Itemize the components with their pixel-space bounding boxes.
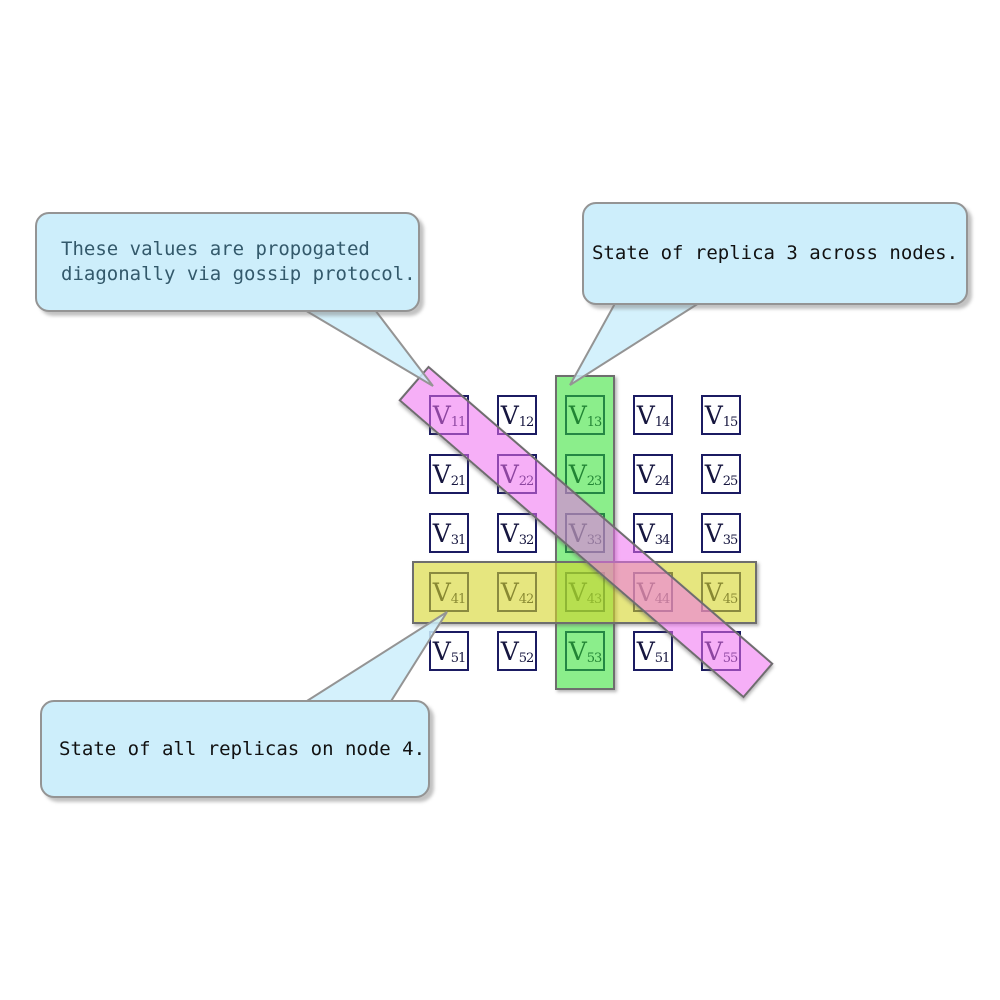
replica3-callout-text: State of replica 3 across nodes. [591, 242, 959, 264]
cell-base-letter: V [432, 459, 451, 489]
cell-base-letter: V [704, 518, 723, 548]
cell-subscript: 12 [518, 414, 535, 430]
cell-subscript: 24 [654, 473, 671, 489]
cell-subscript: 34 [654, 532, 671, 548]
cell-subscript: 32 [518, 532, 535, 548]
cell-base-letter: V [432, 518, 451, 548]
replica3-callout: State of replica 3 across nodes. [582, 202, 968, 305]
cell-base-letter: V [636, 636, 655, 666]
node4-callout: State of all replicas on node 4. [40, 700, 430, 798]
cell-base-letter: V [500, 400, 519, 430]
cell-base-letter: V [432, 636, 451, 666]
gossip-callout-text: These values are propogated diagonally v… [61, 238, 416, 285]
cell-subscript: 51 [654, 650, 671, 666]
cell-base-letter: V [704, 459, 723, 489]
node4-callout-text: State of all replicas on node 4. [59, 737, 426, 760]
cell-base-letter: V [636, 400, 655, 430]
cell-base-letter: V [636, 459, 655, 489]
cell-subscript: 52 [518, 650, 535, 666]
cell-subscript: 31 [450, 532, 467, 548]
gossip-callout: These values are propogated diagonally v… [35, 212, 420, 312]
cell-base-letter: V [500, 636, 519, 666]
cell-subscript: 14 [654, 414, 671, 430]
cell-subscript: 21 [450, 473, 467, 489]
cell-subscript: 51 [450, 650, 467, 666]
cell-base-letter: V [704, 400, 723, 430]
cell-subscript: 25 [722, 473, 739, 489]
cell-subscript: 15 [722, 414, 739, 430]
cell-base-letter: V [636, 518, 655, 548]
cell-base-letter: V [500, 518, 519, 548]
cell-subscript: 35 [722, 532, 739, 548]
